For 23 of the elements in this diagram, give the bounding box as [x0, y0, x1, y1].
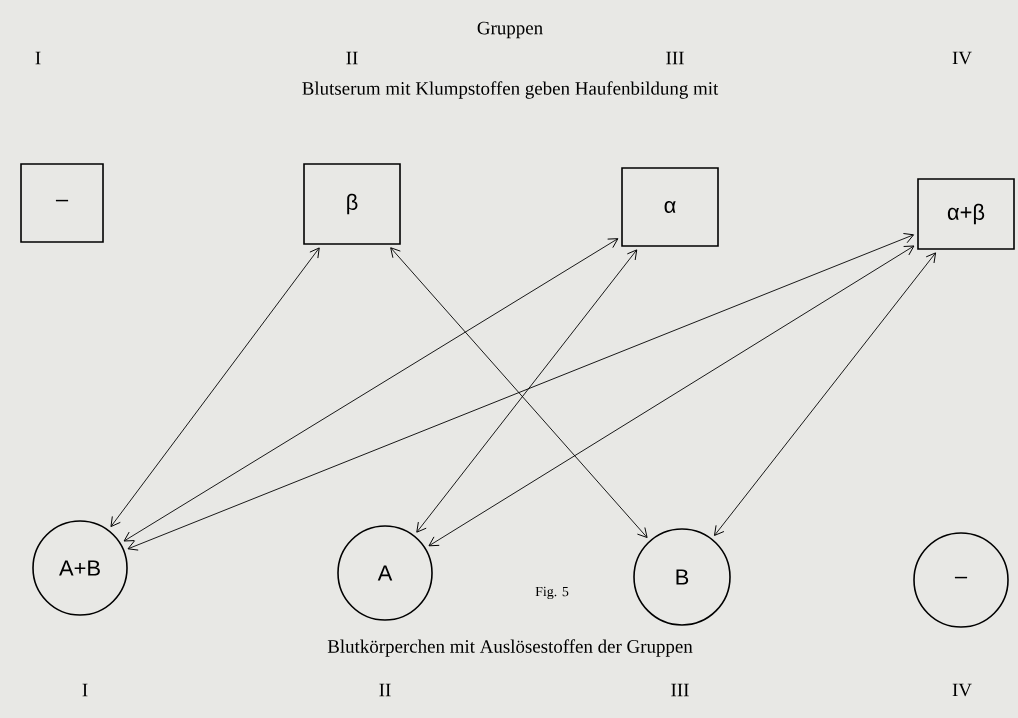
- group-numeral: I: [35, 51, 41, 65]
- group-numeral: III: [671, 683, 689, 697]
- double-arrow: [390, 247, 648, 538]
- double-arrow: [123, 238, 619, 542]
- group-numeral: I: [82, 683, 88, 697]
- double-arrow: [110, 247, 320, 528]
- double-arrow: [416, 249, 638, 533]
- double-arrow: [127, 233, 915, 551]
- double-arrow: [428, 245, 915, 547]
- group-box: α: [621, 167, 719, 247]
- group-numeral: II: [346, 51, 358, 65]
- group-box: α+β: [917, 178, 1015, 250]
- group-numeral: IV: [952, 51, 972, 65]
- row-heading: Blutkörperchen mit Auslösestoffen der Gruppen: [327, 639, 693, 657]
- title: Gruppen: [477, 21, 543, 39]
- group-numeral: II: [379, 683, 391, 697]
- double-arrow: [714, 252, 937, 536]
- group-box: β: [303, 163, 401, 245]
- group-numeral: IV: [952, 683, 972, 697]
- group-box: –: [20, 163, 104, 243]
- group-numeral: III: [666, 51, 684, 65]
- row-heading: Blutserum mit Klumpstoffen geben Haufenbildung mit: [302, 81, 719, 99]
- figure-caption: Fig. 5: [535, 586, 569, 600]
